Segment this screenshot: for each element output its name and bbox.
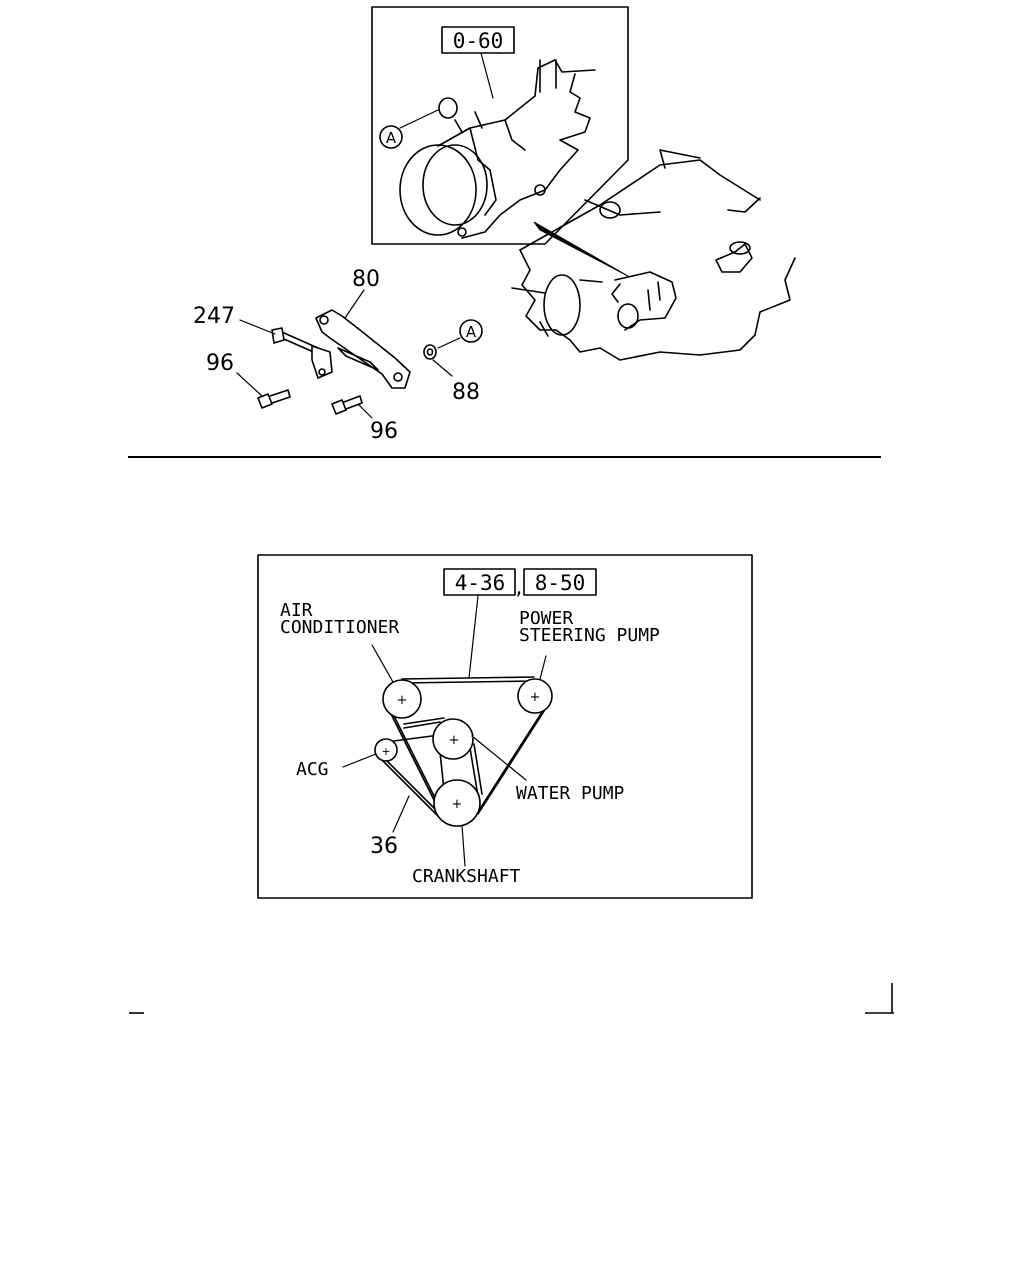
label-power-steering-line2: STEERING PUMP	[519, 625, 660, 646]
bracket-80	[315, 309, 411, 389]
corner-mark-right	[865, 983, 894, 1014]
bolt-96-left	[257, 389, 291, 409]
engine-drawing	[511, 149, 796, 361]
svg-text:+: +	[381, 745, 390, 758]
belt-routing-diagram: 4-36 , 8-50 + + + + +	[257, 554, 753, 899]
label-acg: ACG	[296, 759, 329, 780]
part-label-80: 80	[352, 267, 380, 292]
callout-a-inset-label: A	[386, 129, 397, 147]
label-belt-part-36: 36	[370, 834, 398, 859]
inset-frame	[371, 6, 629, 245]
label-water-pump: WATER PUMP	[516, 783, 625, 804]
ref-box-2	[523, 568, 597, 596]
pulley-acg	[374, 738, 398, 762]
ref-label-1: 4-36	[455, 571, 506, 595]
label-power-steering-line1: POWER	[519, 608, 573, 629]
locator-wedge	[533, 221, 629, 277]
part-label-88: 88	[452, 380, 480, 405]
ref-separator: ,	[514, 578, 525, 599]
part-label-247: 247	[193, 304, 235, 329]
callout-a-bracket	[459, 319, 483, 343]
svg-text:+: +	[530, 690, 541, 705]
inset-ref-box	[441, 26, 515, 54]
pulley-crankshaft	[433, 779, 481, 827]
svg-text:+: +	[452, 797, 463, 812]
part-label-96-right: 96	[370, 419, 398, 444]
alternator-inset: 0-60 A	[371, 6, 629, 245]
svg-text:+: +	[449, 733, 460, 748]
pulley-air-conditioner	[382, 679, 422, 719]
belt-diagram-frame	[257, 554, 753, 899]
label-crankshaft: CRANKSHAFT	[412, 866, 521, 887]
part-label-96-left: 96	[206, 351, 234, 376]
bolt-96-right	[331, 395, 363, 415]
callout-a-inset	[379, 125, 403, 149]
washer-88	[423, 344, 437, 360]
callout-a-bracket-label: A	[466, 323, 477, 341]
pulley-power-steering	[517, 678, 553, 714]
bracket-assembly: 80 247 96 96 88 A	[193, 267, 483, 444]
inset-ref-label: 0-60	[453, 29, 504, 53]
label-air-conditioner-line1: AIR	[280, 600, 313, 621]
svg-text:+: +	[397, 693, 408, 708]
ref-label-2: 8-50	[535, 571, 586, 595]
adjust-bolt-247	[271, 327, 333, 379]
ref-box-1	[443, 568, 516, 596]
label-air-conditioner-line2: CONDITIONER	[280, 617, 399, 638]
pulley-water-pump	[432, 718, 474, 760]
alternator-drawing	[399, 59, 596, 239]
